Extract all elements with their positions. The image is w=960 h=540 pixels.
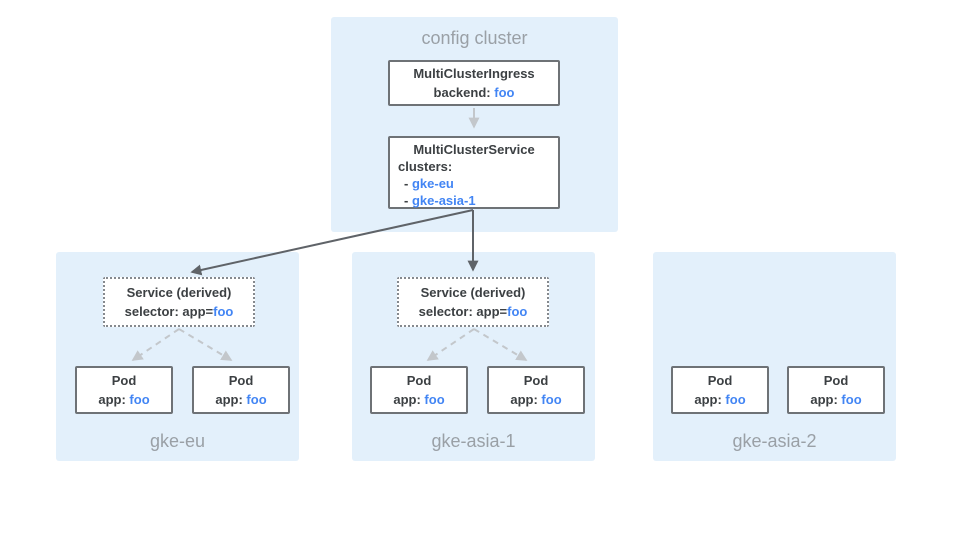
mci-backend-value: foo bbox=[494, 85, 515, 100]
pod-box: Pod app: foo bbox=[75, 366, 173, 414]
pod-app-label: app: bbox=[215, 392, 243, 407]
pod-app-label: app: bbox=[393, 392, 421, 407]
service-title: Service (derived) bbox=[420, 285, 526, 300]
mcs-cluster-item-dash: - bbox=[404, 193, 409, 208]
service-selector-label: selector: app= bbox=[124, 304, 214, 319]
pod-title: Pod bbox=[406, 373, 432, 388]
pod-title: Pod bbox=[523, 373, 549, 388]
pod-app-label: app: bbox=[810, 392, 838, 407]
pod-app-value: foo bbox=[841, 392, 862, 407]
pod-title: Pod bbox=[707, 373, 733, 388]
pod-box: Pod app: foo bbox=[370, 366, 468, 414]
multi-cluster-service-box: MultiClusterService clusters: - gke-eu -… bbox=[388, 136, 560, 209]
derived-service-box-gke-eu: Service (derived) selector: app=foo bbox=[103, 277, 255, 327]
pod-app-label: app: bbox=[510, 392, 538, 407]
service-selector-line: selector: app=foo bbox=[399, 302, 547, 321]
mcs-cluster-item-name: gke-asia-1 bbox=[411, 193, 476, 208]
pod-box: Pod app: foo bbox=[671, 366, 769, 414]
multi-cluster-ingress-box: MultiClusterIngress backend: foo bbox=[388, 60, 560, 106]
pod-app-line: app: foo bbox=[194, 390, 288, 409]
service-title: Service (derived) bbox=[126, 285, 232, 300]
pod-title: Pod bbox=[823, 373, 849, 388]
pod-title: Pod bbox=[111, 373, 137, 388]
cluster-panel-gke-asia-1: gke-asia-1 bbox=[352, 252, 595, 461]
cluster-label-gke-asia-1: gke-asia-1 bbox=[431, 431, 516, 451]
mcs-cluster-item-name: gke-eu bbox=[411, 176, 454, 191]
pod-box: Pod app: foo bbox=[192, 366, 290, 414]
pod-app-value: foo bbox=[246, 392, 267, 407]
pod-app-value: foo bbox=[725, 392, 746, 407]
pod-app-label: app: bbox=[98, 392, 126, 407]
pod-box: Pod app: foo bbox=[787, 366, 885, 414]
mci-title: MultiClusterIngress bbox=[413, 66, 535, 81]
mci-backend-label: backend: bbox=[433, 85, 491, 100]
cluster-label-gke-asia-2: gke-asia-2 bbox=[732, 431, 817, 451]
mcs-cluster-item-dash: - bbox=[404, 176, 409, 191]
mcs-clusters-label: clusters: bbox=[398, 159, 453, 174]
pod-app-label: app: bbox=[694, 392, 722, 407]
pod-app-line: app: foo bbox=[372, 390, 466, 409]
pod-title: Pod bbox=[228, 373, 254, 388]
derived-service-box-gke-asia-1: Service (derived) selector: app=foo bbox=[397, 277, 549, 327]
service-selector-value: foo bbox=[213, 304, 234, 319]
service-selector-label: selector: app= bbox=[418, 304, 508, 319]
pod-app-value: foo bbox=[541, 392, 562, 407]
mcs-cluster-item: - gke-asia-1 bbox=[390, 192, 558, 209]
pod-app-value: foo bbox=[424, 392, 445, 407]
service-selector-value: foo bbox=[507, 304, 528, 319]
mcs-title: MultiClusterService bbox=[413, 142, 535, 157]
cluster-panel-gke-asia-2: gke-asia-2 bbox=[653, 252, 896, 461]
pod-box: Pod app: foo bbox=[487, 366, 585, 414]
cluster-label-gke-eu: gke-eu bbox=[149, 431, 206, 451]
pod-app-value: foo bbox=[129, 392, 150, 407]
pod-app-line: app: foo bbox=[77, 390, 171, 409]
pod-app-line: app: foo bbox=[489, 390, 583, 409]
mci-backend-line: backend: foo bbox=[390, 83, 558, 102]
pod-app-line: app: foo bbox=[673, 390, 767, 409]
pod-app-line: app: foo bbox=[789, 390, 883, 409]
service-selector-line: selector: app=foo bbox=[105, 302, 253, 321]
mcs-cluster-item: - gke-eu bbox=[390, 175, 558, 192]
config-cluster-title: config cluster bbox=[421, 28, 528, 48]
